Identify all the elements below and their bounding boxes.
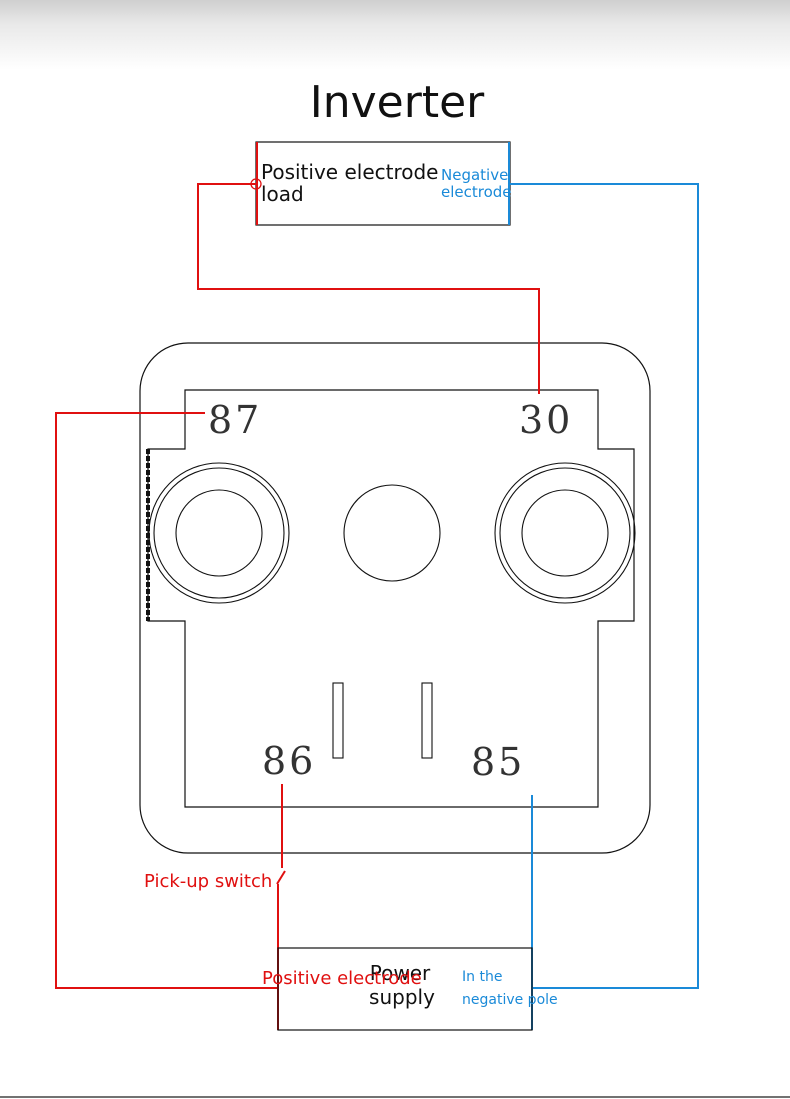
load-positive-label: Positive electrode: [261, 160, 438, 184]
coil-pin-86: [332, 682, 344, 759]
top-shadow: [0, 0, 790, 70]
right-terminal-outer: [494, 462, 636, 604]
wire-30-to-load-positive: [197, 183, 540, 394]
diagram-title: Inverter: [310, 77, 485, 128]
pin-85-label: 85: [471, 740, 525, 784]
load-label: load: [261, 182, 304, 206]
power-supply-box: [277, 947, 533, 1031]
load-negative-label-line2: electrode: [441, 183, 512, 201]
load-negative-label-line1: Negative: [441, 166, 508, 184]
power-negative-label-line1: In the: [462, 969, 502, 985]
right-terminal-inner: [521, 489, 609, 577]
power-label-line2: supply: [369, 985, 435, 1009]
right-terminal-ring: [499, 467, 631, 599]
coil-pin-85: [421, 682, 433, 759]
left-terminal-outer: [148, 462, 290, 604]
left-terminal-inner: [175, 489, 263, 577]
relay-body: [139, 342, 651, 854]
pickup-switch-label: Pick-up switch: [144, 871, 272, 892]
pickup-switch-contact: [276, 870, 286, 885]
power-negative-label-line2: negative pole: [462, 992, 558, 1008]
center-terminal: [343, 484, 441, 582]
wire-load-negative-to-power-negative: [510, 183, 699, 989]
power-label-line1: Power: [370, 961, 431, 985]
pin-30-label: 30: [519, 398, 573, 442]
left-terminal-ring: [153, 467, 285, 599]
pin-86-label: 86: [262, 739, 316, 783]
pin-87-label: 87: [208, 398, 262, 442]
wire-87-to-power-positive: [55, 412, 278, 989]
power-positive-label: Positive electrode: [262, 968, 422, 989]
